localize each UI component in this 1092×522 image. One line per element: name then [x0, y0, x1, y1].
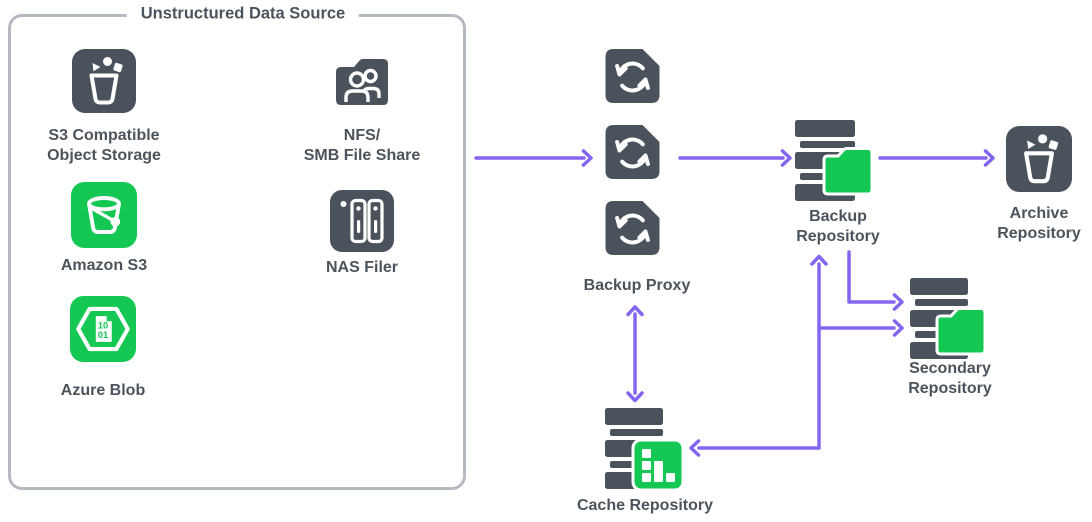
svg-text:01: 01	[98, 330, 108, 340]
sync-arrows-icon	[600, 196, 665, 260]
sync-arrows-icon	[600, 120, 665, 184]
s3-bucket-icon	[71, 182, 137, 248]
label-amazon-s3: Amazon S3	[60, 257, 148, 274]
nas-device-icon	[330, 190, 394, 252]
arrow-cache-branch-to-backup-and-secondary	[689, 254, 904, 457]
folder-users-icon	[330, 52, 394, 114]
arrow-backup-repository-to-secondary	[847, 250, 904, 311]
storage-stack-folder-icon	[795, 120, 875, 202]
label-cache-repository: Cache Repository	[576, 497, 714, 514]
bucket-objects-icon	[72, 48, 136, 114]
label-archive-repository: Archive Repository	[997, 205, 1081, 242]
arrow-proxy-cache-two-way	[626, 305, 644, 403]
label-nfs-smb: NFS/ SMB File Share	[303, 127, 421, 164]
label-azure-blob: Azure Blob	[60, 382, 146, 399]
sync-arrows-icon	[600, 44, 665, 108]
bucket-objects-icon	[1006, 126, 1072, 192]
label-s3-compatible: S3 Compatible Object Storage	[47, 127, 161, 164]
storage-stack-folder-icon	[910, 278, 990, 360]
label-backup-repository: Backup Repository	[796, 208, 880, 245]
storage-stack-blocks-icon	[605, 408, 685, 492]
label-backup-proxy: Backup Proxy	[583, 277, 691, 294]
label-secondary-repository: Secondary Repository	[908, 360, 992, 397]
arrow-source-to-proxy	[474, 149, 593, 167]
source-box-title: Unstructured Data Source	[126, 4, 360, 24]
arrow-proxy-to-backup-repository	[678, 149, 792, 167]
hexagon-binary-doc-icon: 10 01	[70, 296, 136, 362]
label-nas-filer: NAS Filer	[325, 259, 399, 276]
svg-text:10: 10	[98, 320, 108, 330]
arrow-backup-repository-to-archive	[878, 149, 995, 167]
